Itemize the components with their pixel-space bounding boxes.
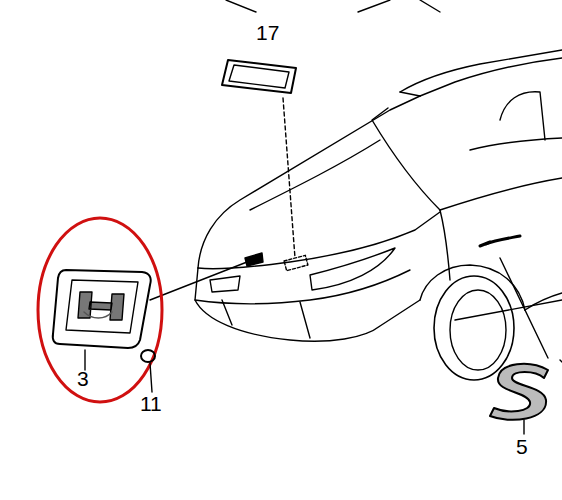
partial-frame (358, 0, 440, 12)
clip-part (141, 350, 155, 362)
leader-line (523, 420, 524, 434)
callout-number: 3 (77, 368, 89, 389)
partial-leader (560, 360, 562, 362)
s-badge-part (490, 364, 548, 420)
emblem-part (53, 270, 151, 348)
leader-line (283, 98, 295, 258)
leader-line (84, 350, 85, 370)
leader-line (150, 262, 247, 300)
highlight-ring (38, 218, 162, 402)
callout-number: 17 (256, 22, 279, 43)
car-body (195, 50, 562, 380)
leader-line (500, 258, 548, 358)
callout-number: 5 (516, 436, 528, 457)
gasket-part (222, 60, 296, 93)
callout-number: 11 (140, 393, 162, 414)
partial-frame (226, 0, 256, 12)
leader-line (150, 363, 152, 392)
